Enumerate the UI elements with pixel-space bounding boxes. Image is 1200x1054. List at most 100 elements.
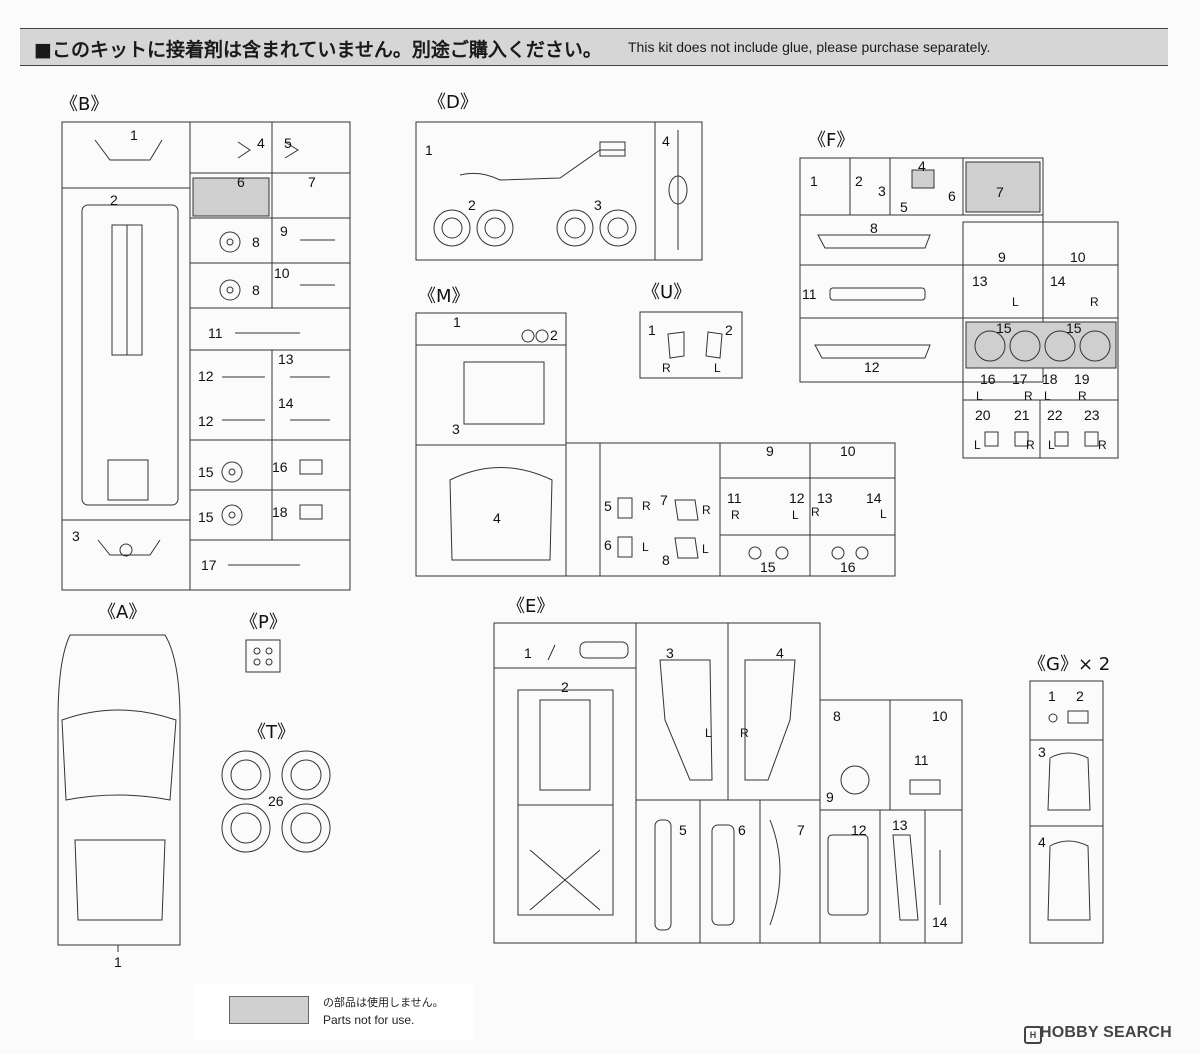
part-a1-label: 1 — [114, 954, 122, 970]
side-f23-label: R — [1098, 438, 1107, 452]
side-u2-label: L — [714, 361, 721, 375]
part-f6-label: 6 — [948, 188, 956, 204]
part-b2-label: 2 — [110, 192, 118, 208]
runner-b: 《B》 — [60, 94, 351, 591]
part-m10-label: 10 — [840, 443, 856, 459]
part-f15b-label: 15 — [1066, 320, 1082, 336]
windshield-part — [463, 361, 545, 425]
part-b4-label: 4 — [257, 135, 265, 151]
part-g4-label: 4 — [1038, 834, 1046, 850]
part-f22-label: 22 — [1047, 407, 1063, 423]
part-b17-label: 17 — [201, 557, 217, 573]
part-m8-label: 8 — [662, 552, 670, 568]
part-b6-label: 6 — [237, 174, 245, 190]
glue-notice-japanese: ■このキットに接着剤は含まれていません。別途ご購入ください。 — [34, 39, 602, 61]
part-b10-label: 10 — [274, 265, 290, 281]
part-u1-label: 1 — [648, 322, 656, 338]
side-m13-label: R — [811, 505, 820, 519]
part-e8-label: 8 — [833, 708, 841, 724]
part-f21-label: 21 — [1014, 407, 1030, 423]
part-f13-label: 13 — [972, 273, 988, 289]
car-body-part — [57, 634, 181, 946]
legend-japanese: の部品は使用しません。 — [323, 996, 444, 1009]
unused-parts-swatch — [229, 996, 309, 1024]
part-g1-label: 1 — [1048, 688, 1056, 704]
runner-e: 《E》 1 2 3 4 5 6 7 8 — [493, 596, 963, 944]
chassis-floor-part — [81, 204, 179, 506]
part-b8a-label: 8 — [252, 234, 260, 250]
door-card-left-part — [659, 659, 713, 781]
part-b16-label: 16 — [272, 459, 288, 475]
part-f14-label: 14 — [1050, 273, 1066, 289]
part-m1-label: 1 — [453, 314, 461, 330]
part-u2-label: 2 — [725, 322, 733, 338]
part-f10-label: 10 — [1070, 249, 1086, 265]
seat-back-part — [1047, 840, 1091, 921]
part-e6-label: 6 — [738, 822, 746, 838]
runner-e-title: 《E》 — [507, 596, 554, 617]
runner-f-title: 《F》 — [808, 130, 854, 151]
legend-english: Parts not for use. — [323, 1013, 415, 1027]
part-b3-label: 3 — [72, 528, 80, 544]
part-e11-label: 11 — [914, 752, 929, 768]
part-e9-label: 9 — [826, 789, 834, 805]
part-d3-label: 3 — [594, 197, 602, 213]
part-f8-label: 8 — [870, 220, 878, 236]
part-e3-label: 3 — [666, 645, 674, 661]
part-f12-label: 12 — [864, 359, 880, 375]
runner-m-title: 《M》 — [418, 286, 470, 307]
runner-g-frame — [1029, 680, 1104, 944]
part-d1-label: 1 — [425, 142, 433, 158]
part-e13-label: 13 — [892, 817, 908, 833]
part-m5-label: 5 — [604, 498, 612, 514]
exhaust-pipe-part — [459, 149, 625, 181]
runner-p: 《P》 — [240, 612, 287, 673]
door-card-right-part — [744, 659, 796, 781]
glue-notice-english: This kit does not include glue, please p… — [628, 39, 991, 55]
part-f4-label: 4 — [918, 158, 926, 174]
hobby-search-logo-icon: H — [1024, 1026, 1042, 1044]
part-f11-label: 11 — [802, 286, 817, 302]
side-f21-label: R — [1026, 438, 1035, 452]
part-b14-label: 14 — [278, 395, 294, 411]
side-f17-label: R — [1024, 389, 1033, 403]
part-f18-label: 18 — [1042, 371, 1058, 387]
runner-a-title: 《A》 — [98, 602, 146, 623]
side-f16-label: L — [976, 389, 983, 403]
side-m7-label: R — [702, 503, 711, 517]
part-b15b-label: 15 — [198, 509, 214, 525]
part-m16-label: 16 — [840, 559, 856, 575]
runner-f: 《F》 1 2 3 4 5 6 7 8 9 10 1 — [799, 130, 1119, 459]
part-m2-label: 2 — [550, 327, 558, 343]
part-f5-label: 5 — [900, 199, 908, 215]
part-m12-label: 12 — [789, 490, 805, 506]
runner-p-frame — [245, 639, 281, 673]
part-e4-label: 4 — [776, 645, 784, 661]
part-f19-label: 19 — [1074, 371, 1090, 387]
part-f16-label: 16 — [980, 371, 996, 387]
part-b1-label: 1 — [130, 127, 138, 143]
interior-tub-part — [517, 689, 614, 806]
runner-d-frame — [415, 121, 703, 261]
part-b7-label: 7 — [308, 174, 316, 190]
part-m7-label: 7 — [660, 492, 668, 508]
unused-parts-legend: の部品は使用しません。 Parts not for use. — [193, 984, 473, 1040]
runner-a: 《A》 1 — [57, 602, 181, 970]
part-b12a-label: 12 — [198, 368, 214, 384]
part-g2-label: 2 — [1076, 688, 1084, 704]
part-t26-label: 26 — [268, 793, 284, 809]
runner-m: 《M》 1 2 3 4 5 6 7 8 9 10 11 12 13 14 15 … — [415, 286, 896, 577]
side-f14-label: R — [1090, 295, 1099, 309]
part-b9-label: 9 — [280, 223, 288, 239]
runner-p-title: 《P》 — [240, 612, 287, 633]
part-f1-label: 1 — [810, 173, 818, 189]
part-b13-label: 13 — [278, 351, 294, 367]
side-m5-label: R — [642, 499, 651, 513]
part-d4-label: 4 — [662, 133, 670, 149]
part-f3-label: 3 — [878, 183, 886, 199]
part-f15a-label: 15 — [996, 320, 1012, 336]
part-m13-label: 13 — [817, 490, 833, 506]
runner-u: 《U》 1 2 R L — [639, 282, 743, 379]
part-d2-label: 2 — [468, 197, 476, 213]
part-b15a-label: 15 — [198, 464, 214, 480]
